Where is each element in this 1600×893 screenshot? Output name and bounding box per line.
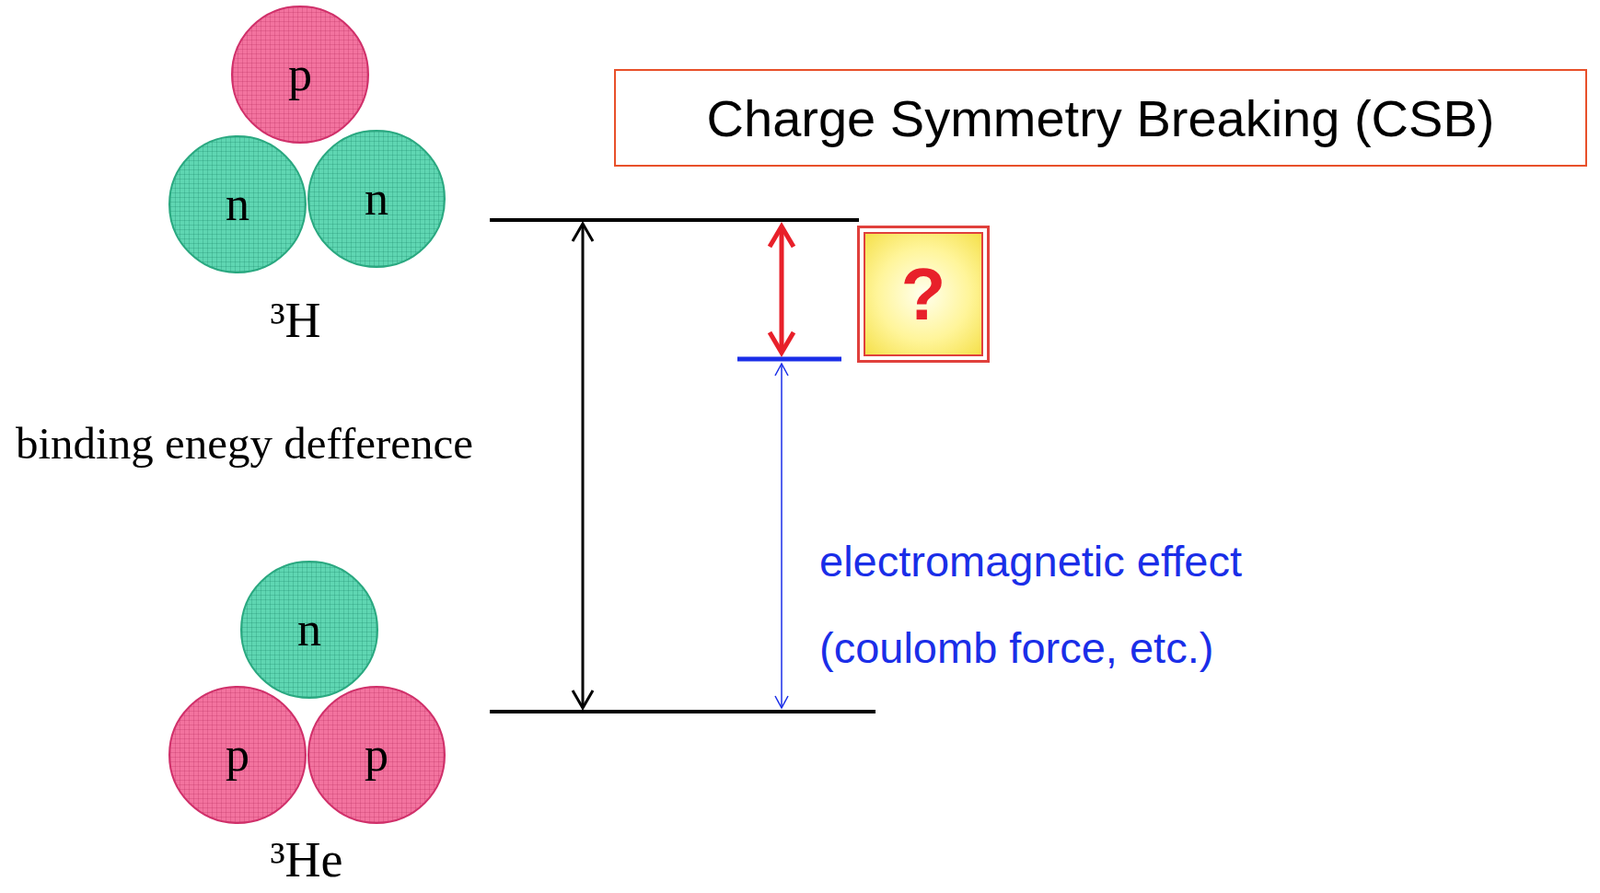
arrow-head — [775, 695, 789, 708]
neutron-circle: n — [307, 129, 446, 268]
em-arrow — [780, 363, 783, 708]
question-fill: ? — [863, 231, 984, 357]
csb-arrow — [779, 226, 785, 353]
em-level-line — [737, 357, 842, 362]
arrow-head — [775, 363, 789, 376]
nucleus-name: ³H — [269, 293, 321, 348]
title-box: Charge Symmetry Breaking (CSB) — [614, 69, 1588, 167]
title-text: Charge Symmetry Breaking (CSB) — [707, 88, 1496, 149]
neutron-circle: n — [240, 560, 379, 699]
particle-letter: n — [297, 605, 322, 654]
proton-circle: p — [307, 685, 446, 824]
particle-letter: n — [225, 180, 250, 229]
effect-note: (coulomb force, etc.) — [819, 624, 1214, 673]
question-mark: ? — [901, 257, 947, 332]
question-box: ? — [857, 225, 990, 363]
particle-letter: n — [364, 174, 389, 223]
arrow-head — [769, 226, 794, 247]
difference-arrow — [581, 223, 585, 708]
nucleus-name: ³He — [269, 833, 343, 888]
particle-letter: p — [288, 50, 313, 99]
arrow-head — [769, 332, 794, 353]
effect-note: electromagnetic effect — [819, 537, 1242, 586]
level-line — [489, 709, 876, 714]
axis-note: binding enegy defference — [15, 418, 474, 469]
proton-circle: p — [231, 5, 370, 144]
arrow-head — [572, 690, 593, 708]
particle-letter: p — [364, 730, 389, 779]
arrow-head — [572, 223, 593, 242]
neutron-circle: n — [168, 135, 307, 274]
particle-letter: p — [225, 730, 250, 779]
proton-circle: p — [168, 685, 307, 824]
level-line — [489, 218, 859, 222]
